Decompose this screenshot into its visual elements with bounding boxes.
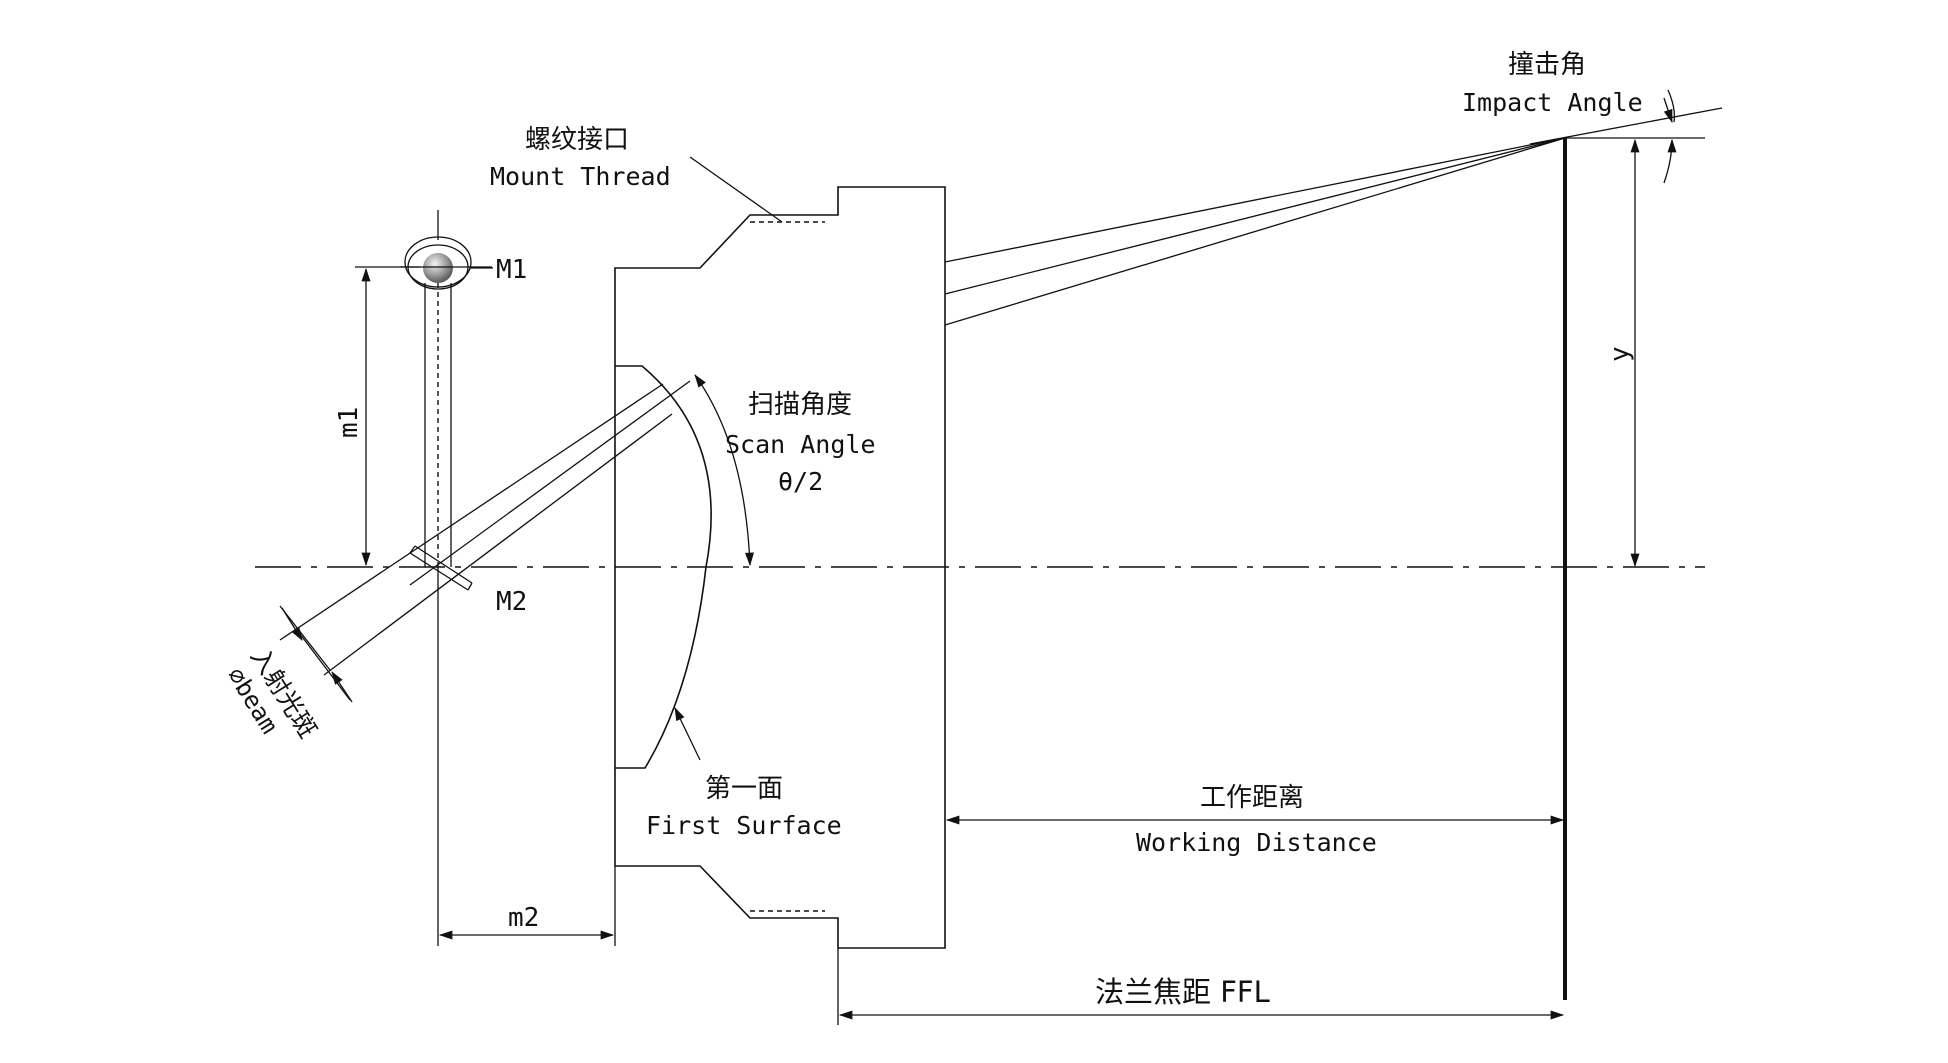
beam-diagonal-upper xyxy=(279,383,664,641)
output-ray-top xyxy=(944,137,1566,263)
scan-angle-arc xyxy=(694,374,754,567)
scan-angle-label-cn: 扫描角度 xyxy=(748,390,852,420)
m1-mirror xyxy=(400,210,492,290)
first-surface-leader xyxy=(674,706,701,761)
mount-thread-label-cn: 螺纹接口 xyxy=(525,125,629,155)
beam-label: 入射光斑 ⌀beam xyxy=(222,643,323,743)
beam-dim-ext-lower xyxy=(299,633,351,701)
beam-dim-arrow-b xyxy=(331,671,353,703)
working-distance-label-cn: 工作距离 xyxy=(1200,783,1304,813)
m2-mirror-label: M2 xyxy=(496,587,527,617)
impact-angle-arrow xyxy=(1663,97,1673,124)
m1-mirror-label: M1 xyxy=(496,255,527,285)
m2-dimension-label: m2 xyxy=(508,903,539,933)
m2-mirror xyxy=(409,545,473,591)
y-dimension-label: y xyxy=(1605,346,1635,362)
m1-dimension-label: m1 xyxy=(334,407,364,438)
impact-angle-arc xyxy=(1667,89,1676,123)
output-ray-bottom xyxy=(944,137,1566,326)
impact-angle-label-en: Impact Angle xyxy=(1462,88,1643,117)
scan-angle-label-en: Scan Angle xyxy=(725,430,876,459)
first-surface xyxy=(615,365,712,769)
first-surface-label-cn: 第一面 xyxy=(705,774,783,804)
mount-thread-label-en: Mount Thread xyxy=(490,162,671,191)
ffl-label: 法兰焦距 FFL xyxy=(1095,975,1270,1009)
output-ray-center xyxy=(944,137,1566,295)
scan-angle-symbol: θ/2 xyxy=(778,467,823,496)
output-ray-extension xyxy=(1529,107,1723,145)
beam-diagonal-center xyxy=(409,380,691,586)
impact-angle-label-cn: 撞击角 xyxy=(1508,50,1586,80)
mount-thread-leader xyxy=(689,156,783,223)
beam-dim-arrow-a xyxy=(281,607,303,641)
working-distance-label-en: Working Distance xyxy=(1136,828,1377,857)
beam-diagonal-lower xyxy=(323,413,673,676)
first-surface-label-en: First Surface xyxy=(646,811,842,840)
lens-housing xyxy=(614,186,946,949)
impact-angle-arc-low xyxy=(1663,138,1677,184)
beam-dim-ext-upper xyxy=(279,605,331,671)
